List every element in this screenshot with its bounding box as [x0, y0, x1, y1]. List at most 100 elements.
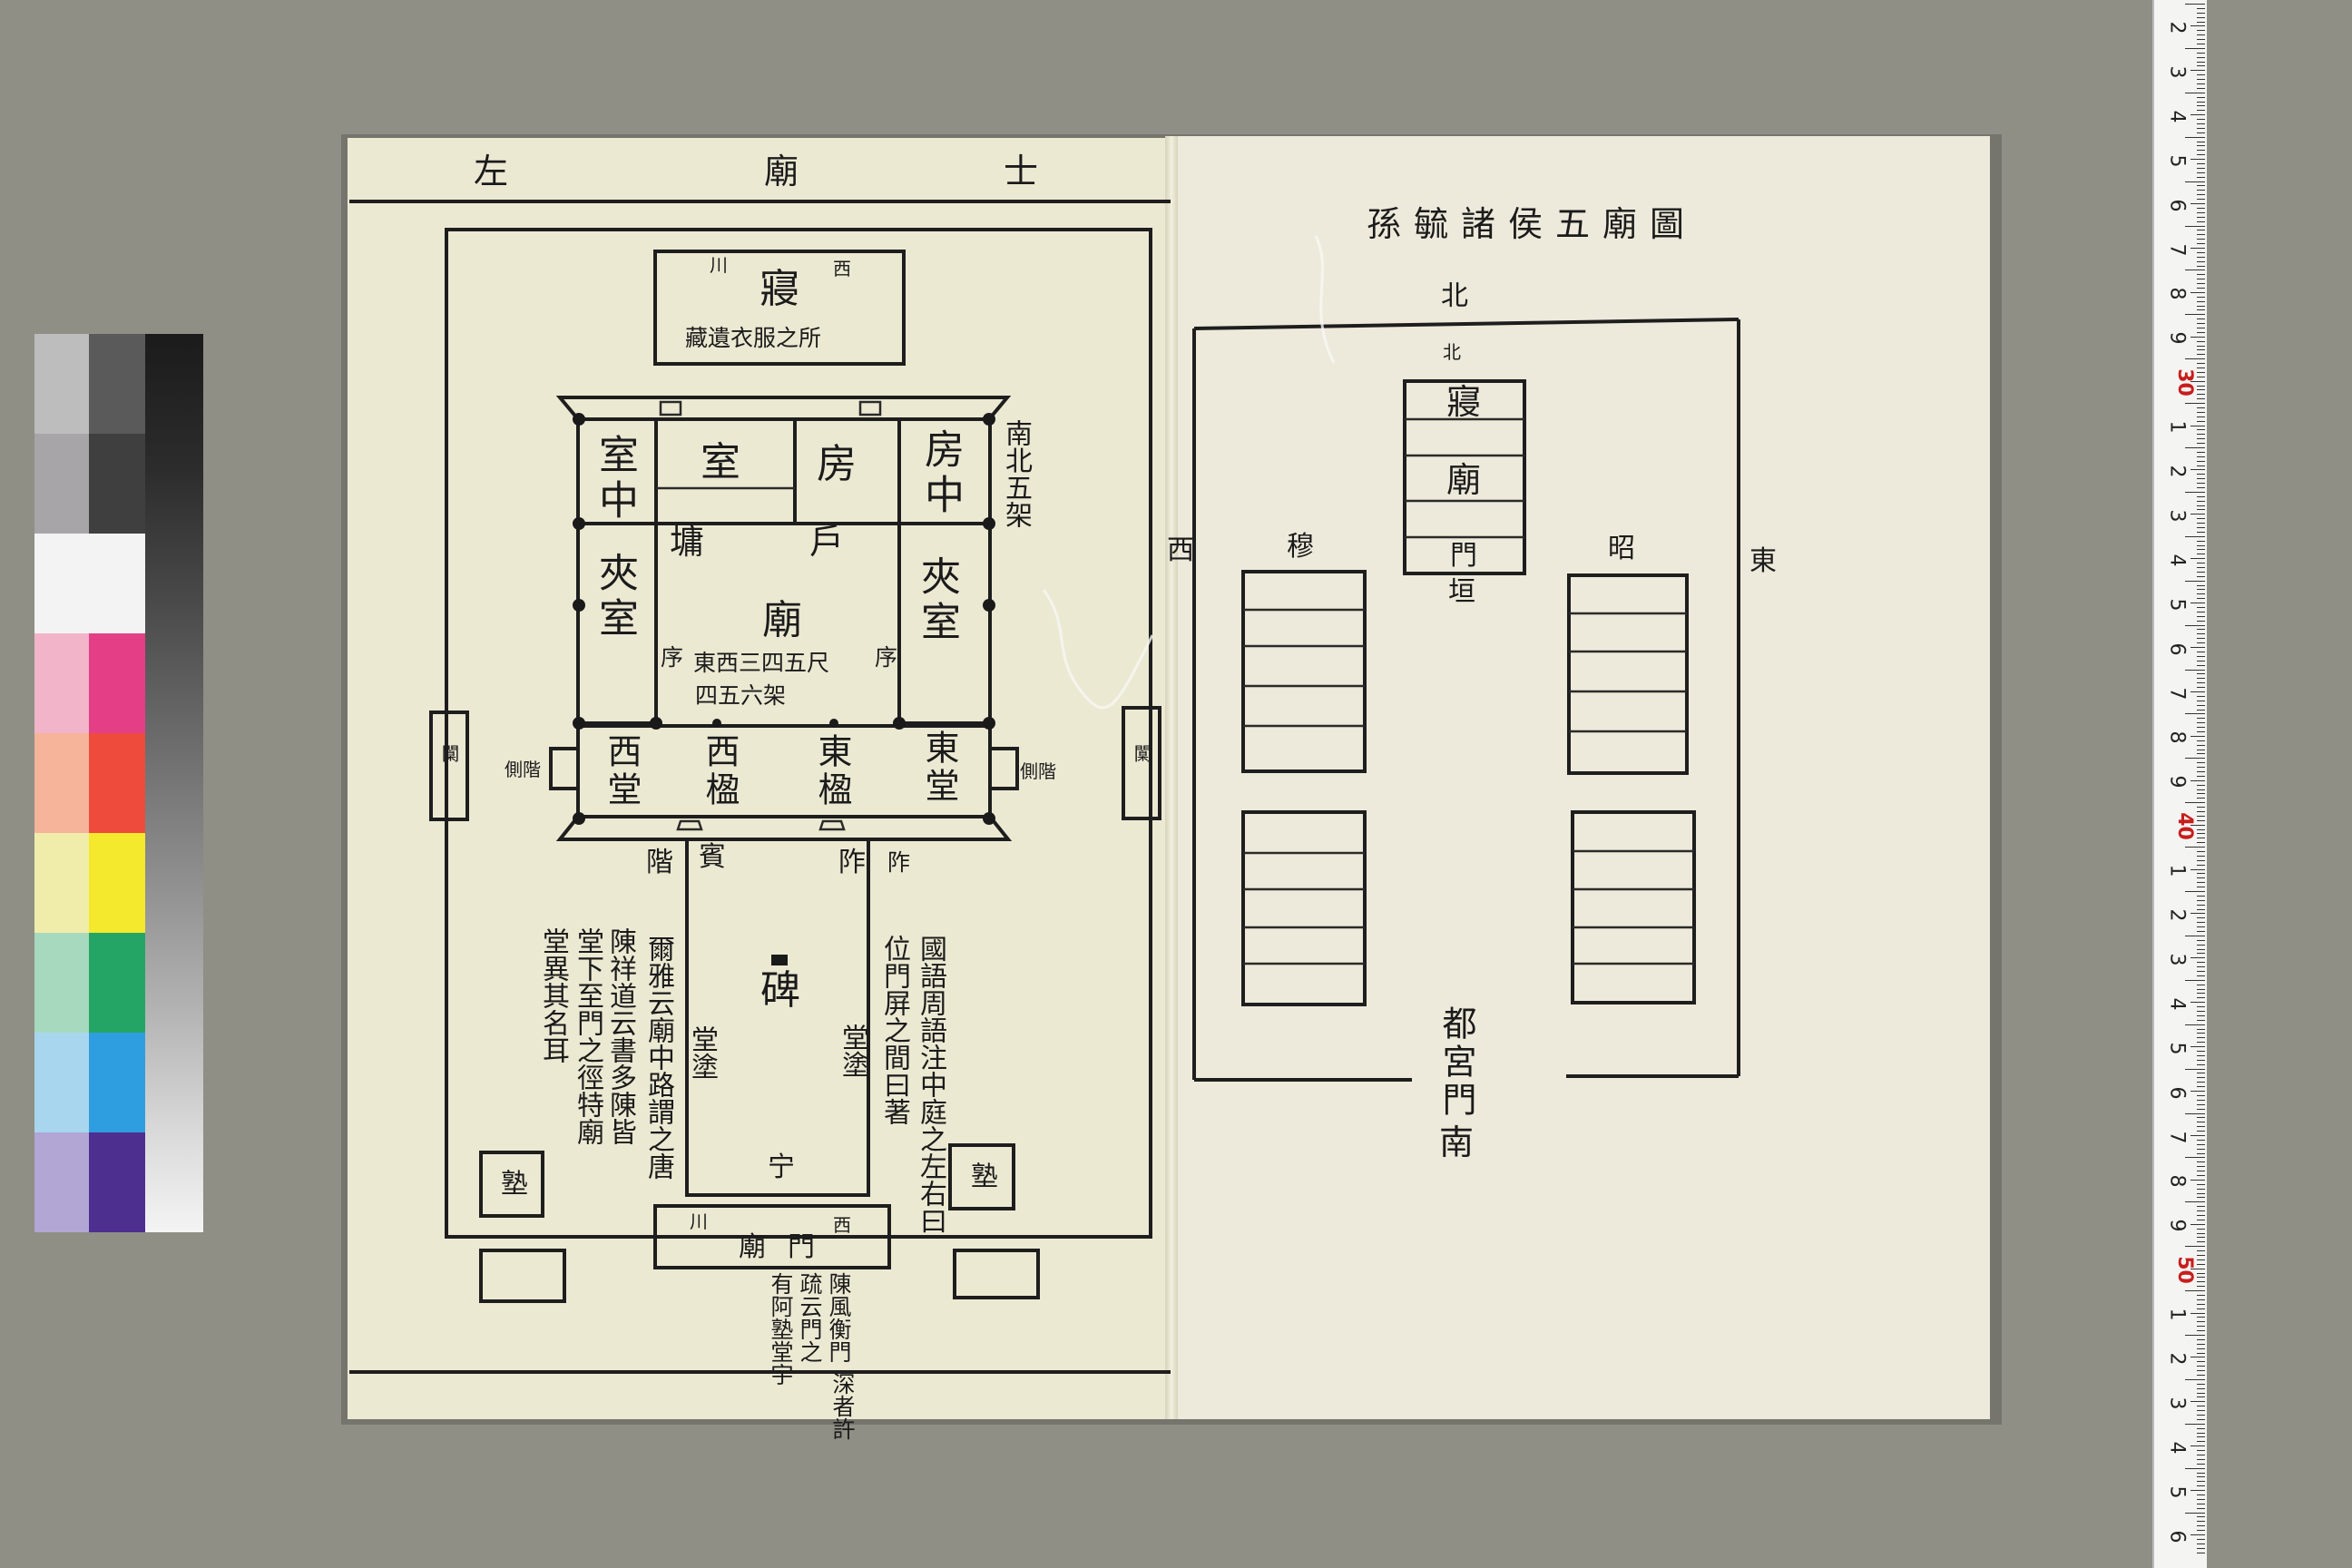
ruler-tick — [2197, 460, 2205, 462]
ruler-tick — [2197, 549, 2205, 551]
small-mark-2: 西 — [833, 258, 851, 279]
ruler-tick — [2197, 1498, 2205, 1500]
shi-zhong-label: 室中 — [592, 434, 638, 524]
ruler-tick — [2197, 1458, 2205, 1460]
ruler-tick — [2197, 363, 2205, 365]
ruler-tick — [2197, 1183, 2205, 1185]
ruler-tick — [2197, 589, 2205, 591]
ruler-tick — [2190, 159, 2205, 161]
ruler-tick — [2197, 1161, 2205, 1163]
ruler-tick — [2197, 1476, 2205, 1478]
ruler-number: 8 — [2165, 730, 2189, 744]
ruler-tick — [2190, 1534, 2205, 1536]
ruler-tick — [2185, 1512, 2205, 1514]
ruler-tick — [2197, 305, 2205, 307]
ruler-tick — [2185, 758, 2205, 760]
ruler-tick — [2190, 558, 2205, 560]
ruler-tick — [2197, 34, 2205, 36]
ruler-tick — [2197, 798, 2205, 799]
ruler-tick — [2197, 1272, 2205, 1274]
ruler-tick — [2197, 527, 2205, 529]
ruler-number: 30 — [2172, 368, 2196, 397]
ruler-tick — [2197, 584, 2205, 586]
ruler-tick — [2190, 25, 2205, 27]
ruler-tick — [2197, 443, 2205, 445]
ruler-tick — [2197, 385, 2205, 387]
ruler-tick — [2197, 762, 2205, 764]
ruler-tick — [2185, 181, 2205, 182]
ruler-number: 2 — [2165, 908, 2189, 922]
ruler-tick — [2197, 1210, 2205, 1212]
right-note-col-2: 位門屏之間曰著 — [878, 935, 910, 1125]
ruler-tick — [2197, 83, 2205, 85]
ruler-tick — [2197, 895, 2205, 897]
ruler-tick — [2197, 154, 2205, 156]
ruler-tick — [2197, 1019, 2205, 1021]
ruler-tick — [2197, 793, 2205, 795]
ruler-tick — [2197, 389, 2205, 391]
west-tang-label: 西堂 — [602, 733, 642, 809]
ruler-tick — [2197, 16, 2205, 18]
ruler-tick — [2190, 868, 2205, 870]
ruler-tick — [2197, 953, 2205, 955]
south-label: 南 — [1439, 1122, 1478, 1162]
swatch-gray-3 — [89, 434, 145, 534]
ruler-tick — [2197, 323, 2205, 325]
central-men-label: 門 — [1450, 540, 1477, 572]
ruler-tick — [2197, 962, 2205, 964]
ruler-tick — [2197, 1082, 2205, 1083]
ruler-tick — [2197, 505, 2205, 506]
ruler-tick — [2197, 784, 2205, 786]
left-note-col-1: 爾雅云廟中路謂之唐 — [642, 935, 674, 1180]
swatch-yellow-light — [34, 833, 89, 933]
ruler-tick — [2197, 274, 2205, 276]
ruler-tick — [2197, 1148, 2205, 1150]
ruler-tick — [2197, 1206, 2205, 1208]
book-spine — [1165, 136, 1178, 1419]
ruler-tick — [2197, 807, 2205, 808]
ruler-tick — [2185, 979, 2205, 981]
ruler-tick — [2197, 1126, 2205, 1128]
ruler-tick — [2197, 1028, 2205, 1030]
ruler-tick — [2197, 770, 2205, 772]
ruler-tick — [2197, 1485, 2205, 1487]
tang-tu-east-label: 堂塗 — [837, 1024, 868, 1078]
ruler-tick — [2190, 1401, 2205, 1403]
ruler-tick — [2197, 1366, 2205, 1367]
ruler-tick — [2197, 283, 2205, 285]
ruler-tick — [2197, 407, 2205, 408]
ruler-tick — [2197, 1472, 2205, 1474]
ruler-tick — [2197, 79, 2205, 81]
ruler-tick — [2197, 615, 2205, 617]
ruler-tick — [2197, 1011, 2205, 1013]
ruler-tick — [2197, 882, 2205, 884]
ruler-tick — [2197, 567, 2205, 569]
fang-label: 房 — [817, 441, 862, 487]
ruler-tick — [2197, 1152, 2205, 1154]
east-label: 東 — [1749, 545, 1777, 577]
ruler-number: 4 — [2165, 110, 2189, 123]
ruler-tick — [2197, 150, 2205, 152]
ruler-tick — [2190, 691, 2205, 692]
ruler-tick — [2197, 1286, 2205, 1288]
ruler-tick — [2197, 642, 2205, 644]
ruler-tick — [2197, 1241, 2205, 1243]
ruler-tick — [2197, 172, 2205, 173]
ruler-tick — [2185, 802, 2205, 804]
ruler-tick — [2197, 500, 2205, 502]
ruler-tick — [2197, 265, 2205, 267]
ruler-number: 7 — [2165, 243, 2189, 256]
ruler-tick — [2197, 354, 2205, 356]
ruler-tick — [2197, 52, 2205, 54]
ruler-number: 8 — [2165, 1174, 2189, 1188]
side-stair-east: 側階 — [1020, 760, 1056, 782]
ruler-tick — [2190, 114, 2205, 116]
ruler-tick — [2197, 1228, 2205, 1230]
ruler-tick — [2197, 1254, 2205, 1256]
ruler-number: 9 — [2165, 775, 2189, 789]
ruler-tick — [2190, 779, 2205, 781]
ruler-tick — [2197, 1054, 2205, 1056]
ruler-tick — [2190, 247, 2205, 249]
ruler-tick — [2185, 1068, 2205, 1070]
bottom-note-col-1: 陳風衡門 — [826, 1272, 852, 1363]
